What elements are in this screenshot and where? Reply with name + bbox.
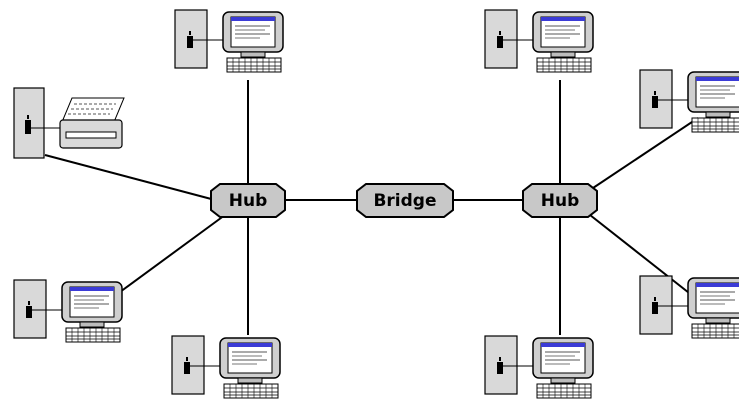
hub-right: Hub <box>522 183 598 218</box>
computer-icon <box>484 335 594 399</box>
hub-right-label: Hub <box>541 191 580 211</box>
hub-left-shape <box>210 183 286 218</box>
links <box>44 80 699 335</box>
hub-right-shape <box>522 183 598 218</box>
computer-icon <box>13 279 123 343</box>
computer-icon <box>171 335 281 399</box>
bridge-label: Bridge <box>373 191 436 211</box>
link-pc-left-lower <box>119 214 226 293</box>
bridge: Bridge <box>356 183 454 218</box>
computer-icon <box>484 9 594 73</box>
hub-left-label: Hub <box>229 191 268 211</box>
hub-left: Hub <box>210 183 286 218</box>
computer-icon <box>639 275 739 339</box>
link-printer-left <box>44 154 216 201</box>
printer-icon <box>13 87 125 159</box>
computer-icon <box>174 9 284 73</box>
link-pc-right-upper <box>589 117 699 191</box>
bridge-shape <box>356 183 454 218</box>
link-pc-right-lower <box>589 214 699 301</box>
